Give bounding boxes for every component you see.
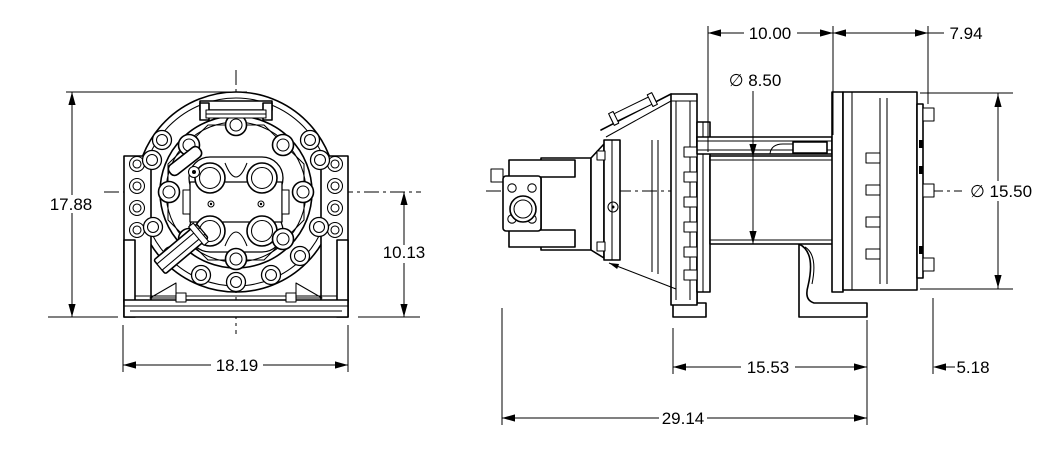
front-top-handle: [199, 100, 273, 121]
front-mounting-base: [123, 239, 349, 318]
dim-text-front-base-width: 18.19: [216, 356, 259, 375]
front-inner-bolt-circle: [157, 113, 315, 271]
dim-text-side-end-diameter: ∅ 15.50: [970, 182, 1032, 201]
dim-side-drum-diameter: ∅ 8.50: [729, 71, 782, 244]
dim-text-side-overall-length: 29.14: [662, 409, 705, 428]
dim-side-right-offset: 5.18: [933, 358, 990, 377]
dim-text-side-foot-span: 15.53: [747, 358, 790, 377]
grease-line: [769, 143, 793, 155]
dim-front-base-width: 18.19: [123, 356, 348, 375]
vent-plug: [608, 92, 658, 126]
dim-front-center-to-base: 10.13: [383, 192, 426, 317]
front-tension-link: [167, 145, 203, 179]
front-rope-anchor: [153, 222, 210, 274]
motor-mount-plate: [596, 139, 621, 261]
hydraulic-port: [194, 162, 226, 194]
base-gusset-cutout-right: [295, 282, 323, 299]
front-view: [104, 70, 421, 334]
dim-front-overall-height: 17.88: [50, 92, 93, 317]
front-motor-adapter: [182, 156, 290, 253]
dim-side-foot-span: 15.53: [673, 358, 867, 377]
dim-text-side-right-section: 7.94: [949, 24, 982, 43]
leader-line: [608, 260, 677, 290]
dim-text-front-overall-height: 17.88: [50, 195, 93, 214]
right-support-foot: [798, 243, 868, 318]
hydraulic-motor: [490, 143, 605, 259]
dim-text-side-drum-length: 10.00: [749, 24, 792, 43]
dim-text-side-drum-diameter: ∅ 8.50: [729, 71, 782, 90]
dim-text-side-right-offset: 5.18: [956, 358, 989, 377]
dim-text-front-center-to-base: 10.13: [383, 243, 426, 262]
dim-side-end-diameter: ∅ 15.50: [970, 93, 1032, 289]
side-view: [486, 91, 962, 318]
extension-lines: [48, 26, 1013, 425]
tie-bar: [696, 136, 833, 155]
right-upright-plate: [831, 91, 844, 293]
grease-fitting-block: [792, 141, 828, 154]
dim-side-overall-length: 29.14: [502, 409, 867, 428]
brake-clutch-housing: [842, 91, 935, 291]
dimension-annotations: 17.88 10.13 18.19 10.00: [48, 24, 1032, 428]
rope-drum-barrel: [709, 155, 834, 245]
dim-side-right-section: 7.94: [833, 24, 983, 43]
hydraulic-port: [246, 162, 278, 194]
base-gusset-cutout-left: [149, 282, 177, 299]
dim-side-drum-length: 10.00: [708, 24, 833, 43]
